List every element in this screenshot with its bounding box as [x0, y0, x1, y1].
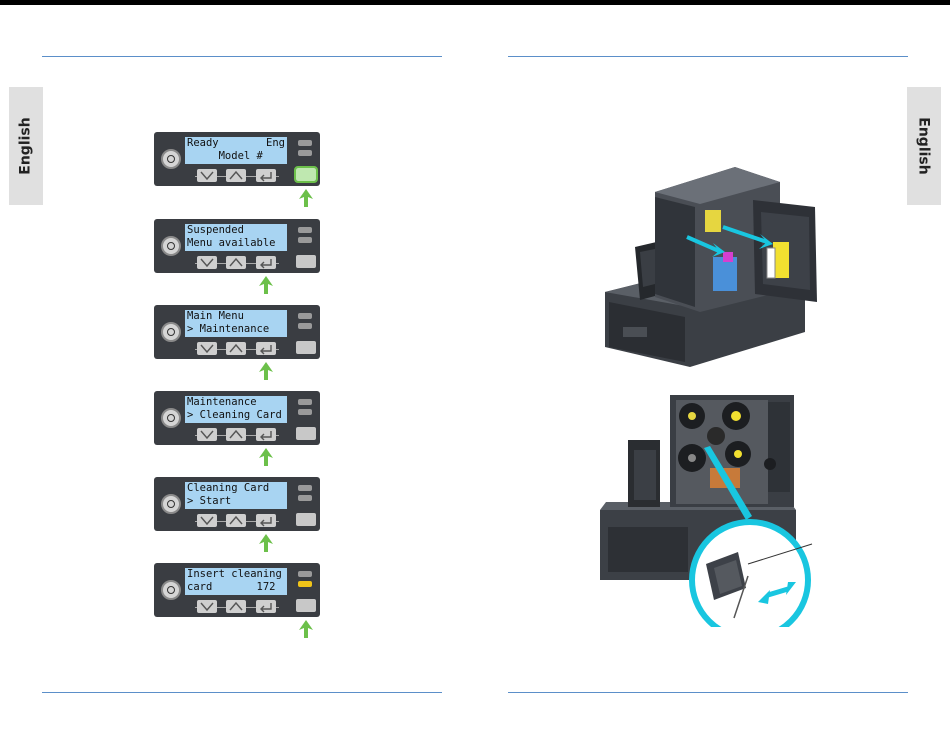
- press-arrow-icon: [259, 362, 273, 380]
- language-tab-right-label: English: [916, 117, 932, 174]
- lcd-line1-left: Maintenance: [187, 396, 257, 409]
- language-tab-left-label: English: [18, 117, 34, 174]
- lcd-line2: Model #: [187, 150, 285, 163]
- lcd-display: Main Menu> Maintenance: [185, 310, 287, 337]
- operator-panel: Maintenance> Cleaning Card: [154, 391, 320, 445]
- up-button[interactable]: [226, 428, 246, 441]
- power-button-icon: [161, 149, 181, 169]
- power-button-icon: [161, 494, 181, 514]
- operator-panel: Main Menu> Maintenance: [154, 305, 320, 359]
- down-button[interactable]: [197, 169, 217, 182]
- enter-button[interactable]: [256, 514, 276, 527]
- up-button[interactable]: [226, 342, 246, 355]
- lcd-line1-left: Ready: [187, 137, 219, 150]
- down-button[interactable]: [197, 428, 217, 441]
- card-status-icon: [298, 150, 312, 156]
- lcd-line2: > Start: [187, 495, 285, 508]
- card-status-icon: [298, 409, 312, 415]
- card-status-icon: [298, 495, 312, 501]
- press-arrow-icon: [259, 276, 273, 294]
- ribbon-status-icon: [298, 399, 312, 405]
- operator-panel: Cleaning Card> Start: [154, 477, 320, 531]
- lcd-line1-left: Cleaning Card: [187, 482, 269, 495]
- user-button[interactable]: [296, 341, 316, 354]
- panel-buttons: [195, 169, 279, 183]
- ribbon-status-icon: [298, 485, 312, 491]
- card-status-icon: [298, 323, 312, 329]
- status-icons: [296, 485, 314, 505]
- down-button[interactable]: [197, 342, 217, 355]
- enter-button[interactable]: [256, 600, 276, 613]
- footer-rule-right: [508, 692, 908, 693]
- lcd-display: Ready Eng Model #: [185, 137, 287, 164]
- lcd-line1-right: Eng: [266, 137, 285, 150]
- card-status-icon: [298, 237, 312, 243]
- top-border: [0, 0, 950, 5]
- up-button[interactable]: [226, 600, 246, 613]
- up-button[interactable]: [226, 256, 246, 269]
- header-rule-left: [42, 56, 442, 57]
- lcd-line2: > Cleaning Card: [187, 409, 285, 422]
- panel-buttons: [195, 342, 279, 356]
- power-button-icon: [161, 580, 181, 600]
- panel-buttons: [195, 514, 279, 528]
- press-arrow-icon: [299, 620, 313, 638]
- enter-button[interactable]: [256, 428, 276, 441]
- down-button[interactable]: [197, 600, 217, 613]
- power-button-icon: [161, 236, 181, 256]
- panel-buttons: [195, 428, 279, 442]
- user-button[interactable]: [296, 599, 316, 612]
- press-arrow-icon: [259, 448, 273, 466]
- language-tab-right: English: [907, 87, 941, 205]
- user-button[interactable]: [296, 255, 316, 268]
- language-tab-left: English: [9, 87, 43, 205]
- status-icons: [296, 399, 314, 419]
- lcd-line1-left: Suspended: [187, 224, 244, 237]
- power-button-icon: [161, 408, 181, 428]
- enter-button[interactable]: [256, 256, 276, 269]
- status-icons: [296, 227, 314, 247]
- panel-buttons: [195, 256, 279, 270]
- ribbon-status-icon: [298, 313, 312, 319]
- lcd-line1-left: Main Menu: [187, 310, 244, 323]
- card-status-icon: [298, 581, 312, 587]
- status-icons: [296, 571, 314, 591]
- lcd-line2: card 172: [187, 581, 285, 594]
- status-icons: [296, 140, 314, 160]
- lcd-display: Cleaning Card> Start: [185, 482, 287, 509]
- lcd-line1-left: Insert cleaning: [187, 568, 282, 581]
- lcd-line2: Menu available: [187, 237, 285, 250]
- header-rule-right: [508, 56, 908, 57]
- down-button[interactable]: [197, 256, 217, 269]
- user-button[interactable]: [296, 168, 316, 181]
- ribbon-status-icon: [298, 140, 312, 146]
- user-button[interactable]: [296, 513, 316, 526]
- lcd-line2: > Maintenance: [187, 323, 285, 336]
- printer-cleaning-roller-illustration: [598, 392, 830, 627]
- press-arrow-icon: [299, 189, 313, 207]
- down-button[interactable]: [197, 514, 217, 527]
- lcd-display: Maintenance> Cleaning Card: [185, 396, 287, 423]
- panel-buttons: [195, 600, 279, 614]
- ribbon-status-icon: [298, 571, 312, 577]
- user-button[interactable]: [296, 427, 316, 440]
- enter-button[interactable]: [256, 169, 276, 182]
- status-icons: [296, 313, 314, 333]
- printer-open-door-illustration: [595, 162, 835, 377]
- up-button[interactable]: [226, 169, 246, 182]
- up-button[interactable]: [226, 514, 246, 527]
- enter-button[interactable]: [256, 342, 276, 355]
- press-arrow-icon: [259, 534, 273, 552]
- operator-panel: Ready Eng Model #: [154, 132, 320, 186]
- power-button-icon: [161, 322, 181, 342]
- ribbon-status-icon: [298, 227, 312, 233]
- footer-rule-left: [42, 692, 442, 693]
